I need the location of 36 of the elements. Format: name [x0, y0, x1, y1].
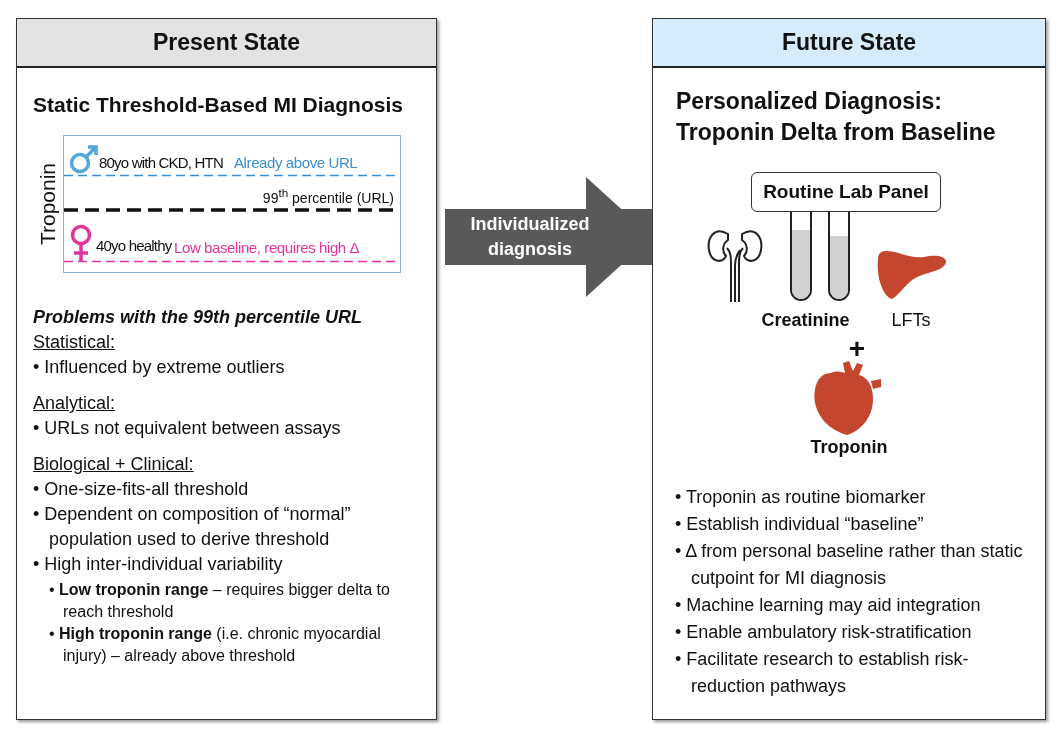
caption: Creatinine — [760, 310, 851, 331]
bullet-item: • URLs not equivalent between assays — [33, 417, 342, 440]
panel-title: Static Threshold-Based MI Diagnosis — [33, 93, 403, 117]
bullet-item: • Dependent on composition of “normal” population used to derive threshold — [33, 503, 352, 551]
caption: Troponin — [809, 437, 889, 458]
panel-header: Present State — [17, 19, 436, 68]
edge-label: Individualized diagnosis — [469, 213, 591, 261]
sub-bullet-item: • Low troponin range – requires bigger delta to reach threshold — [49, 580, 391, 622]
patient-label: 40yo healthy — [96, 237, 172, 254]
panel-card — [16, 18, 437, 720]
bullet-item: • Enable ambulatory risk-stratification — [675, 621, 973, 644]
bullet-item: • One-size-fits-all threshold — [33, 478, 250, 501]
bullet-item: • Establish individual “baseline” — [675, 513, 925, 536]
panel-title: Personalized Diagnosis: Troponin Delta from Baseline — [676, 87, 997, 147]
sub-bullet-item: • High troponin range (i.e. chronic myocardial injury) – already above threshold — [49, 624, 382, 666]
annotation-text: Already above URL — [234, 154, 358, 171]
section-heading: Problems with the 99th percentile URL — [33, 306, 364, 329]
threshold-label: 99$^{th}$ percentile (URL) — [262, 186, 394, 206]
bullet-item: • Troponin as routine biomarker — [675, 486, 927, 509]
panel-card — [652, 18, 1046, 720]
caption: LFTs — [890, 310, 932, 331]
arrow — [445, 177, 652, 297]
bullet-item: • Δ from personal baseline rather than static cutpoint for MI diagnosis — [675, 540, 1024, 590]
category-heading: Biological + Clinical: — [33, 453, 195, 476]
category-heading: Statistical: — [33, 331, 117, 354]
bullet-item: • Influenced by extreme outliers — [33, 356, 286, 379]
threshold-chart — [63, 135, 401, 273]
bullet-item: • Facilitate research to establish risk-reduction pathways — [675, 648, 970, 698]
annotation-text: Low baseline, requires high Δ — [174, 239, 360, 256]
axis-label: Troponin — [36, 161, 60, 248]
bullet-item: • Machine learning may aid integration — [675, 594, 982, 617]
plus-sign: + — [847, 333, 867, 365]
patient-label: 80yo with CKD, HTN — [99, 154, 223, 171]
bullet-item: • High inter-individual variability — [33, 553, 284, 576]
panel-header: Future State — [653, 19, 1045, 68]
category-heading: Analytical: — [33, 392, 117, 415]
